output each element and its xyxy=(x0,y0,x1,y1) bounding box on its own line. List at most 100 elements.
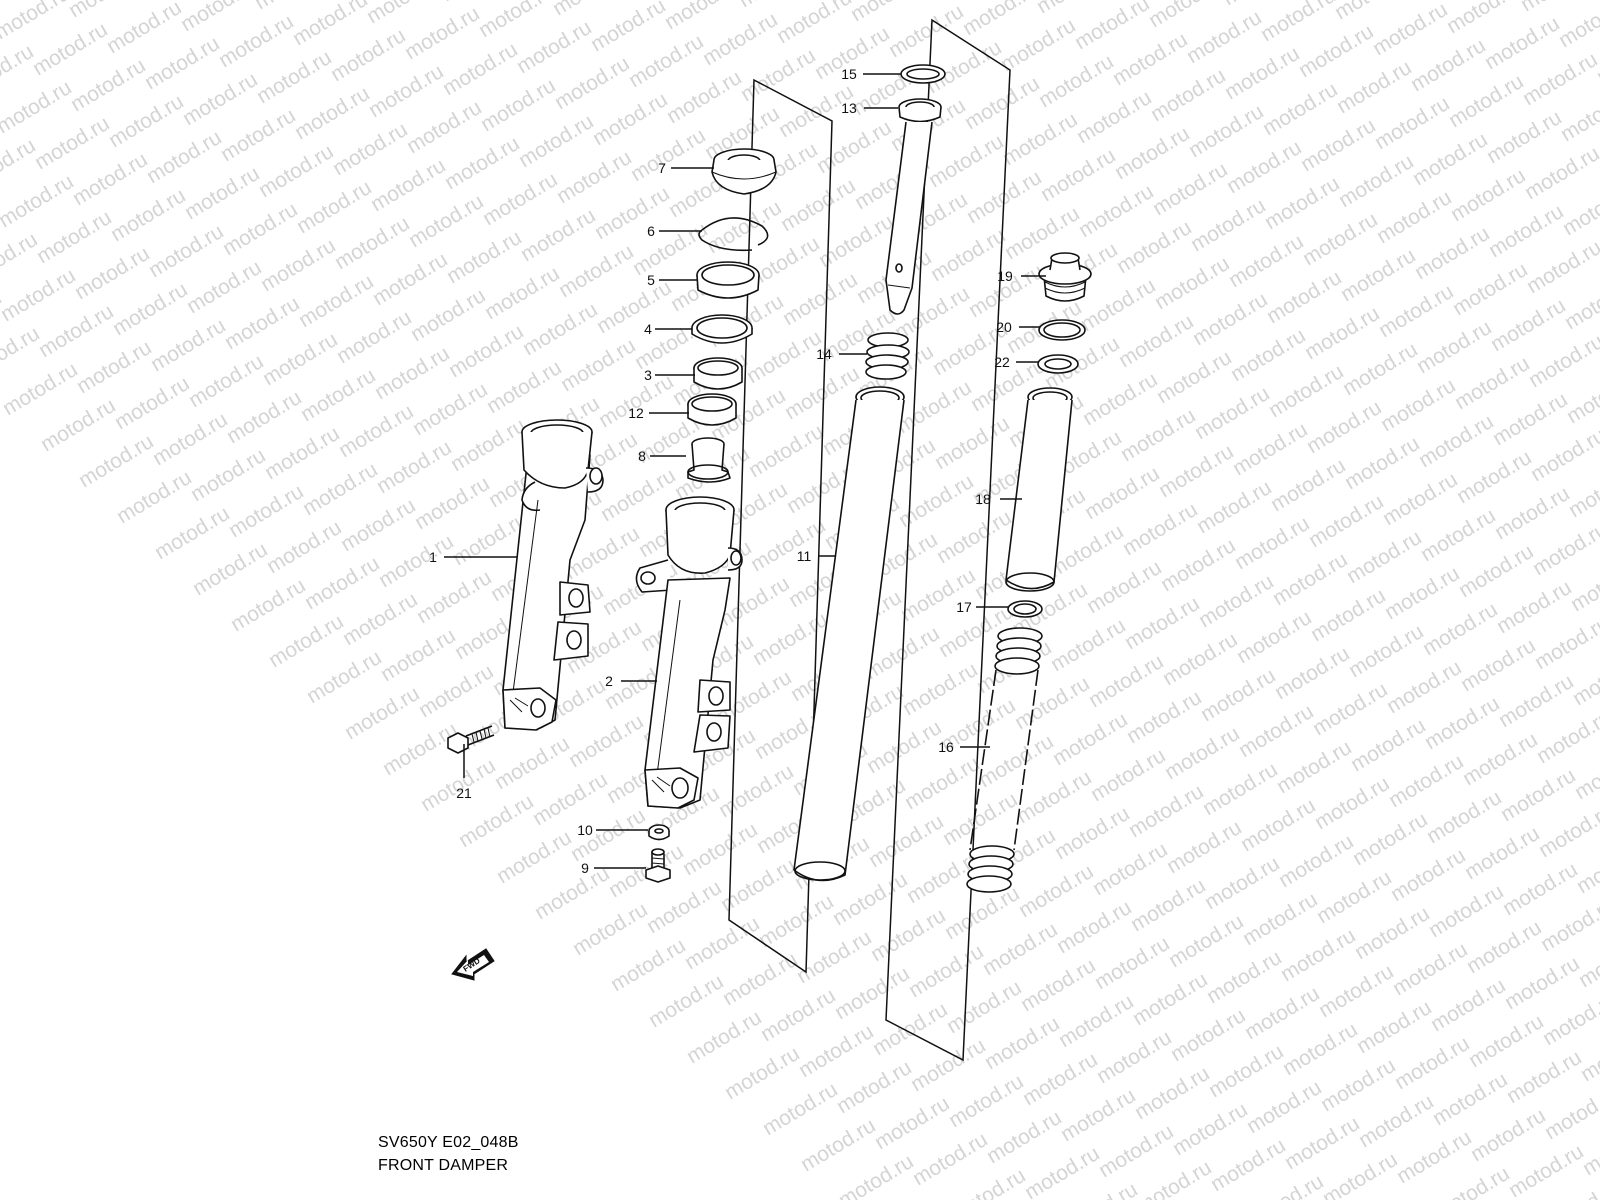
watermark-text: motod.ru xyxy=(409,378,492,440)
watermark-text: motod.ru xyxy=(905,940,988,1002)
watermark-text: motod.ru xyxy=(0,134,40,196)
callout-8: 8 xyxy=(638,448,646,464)
watermark-text: motod.ru xyxy=(1017,954,1100,1016)
watermark-text: motod.ru xyxy=(181,162,264,224)
watermark-text: motod.ru xyxy=(1149,158,1232,220)
watermark-text: motod.ru xyxy=(109,278,192,340)
watermark-text: motod.ru xyxy=(0,322,44,384)
watermark-text: motod.ru xyxy=(1427,974,1510,1036)
watermark-text: motod.ru xyxy=(0,170,78,232)
watermark-text: motod.ru xyxy=(1127,874,1210,936)
watermark-text: motod.ru xyxy=(591,182,674,244)
watermark-text: motod.ru xyxy=(895,470,978,532)
watermark-text: motod.ru xyxy=(1347,714,1430,776)
watermark-text: motod.ru xyxy=(1305,490,1388,552)
watermark-text: motod.ru xyxy=(1369,0,1452,60)
watermark-text: motod.ru xyxy=(1309,678,1392,740)
callout-18: 18 xyxy=(975,491,991,507)
watermark-text: motod.ru xyxy=(999,108,1082,170)
watermark-text: motod.ru xyxy=(141,32,224,94)
watermark-text: motod.ru xyxy=(299,458,382,520)
watermark-text: motod.ru xyxy=(1231,512,1314,574)
callout-21: 21 xyxy=(456,785,472,801)
watermark-text: motod.ru xyxy=(1569,648,1600,710)
watermark-text: motod.ru xyxy=(225,480,308,542)
watermark-text: motod.ru xyxy=(517,204,600,266)
callout-labels: 1 2 3 4 5 6 7 8 9 10 11 12 13 14 15 16 1… xyxy=(429,66,1013,876)
watermark-text: motod.ru xyxy=(519,298,602,360)
watermark-text: motod.ru xyxy=(515,110,598,172)
part-8-seat xyxy=(687,437,731,483)
watermark-text: motod.ru xyxy=(1207,1134,1290,1196)
watermark-text: motod.ru xyxy=(1539,988,1600,1050)
watermark-text: motod.ru xyxy=(1257,0,1340,46)
watermark-text: motod.ru xyxy=(1159,628,1242,690)
watermark-text: motod.ru xyxy=(869,998,952,1060)
watermark-text: motod.ru xyxy=(997,14,1080,76)
watermark-text: motod.ru xyxy=(1297,114,1380,176)
watermark-text: motod.ru xyxy=(1047,614,1130,676)
watermark-text: motod.ru xyxy=(1201,852,1284,914)
watermark-text: motod.ru xyxy=(1263,266,1346,328)
part-21-bolt xyxy=(447,725,495,754)
watermark-text: motod.ru xyxy=(1457,634,1540,696)
diagram-title: FRONT DAMPER xyxy=(378,1157,509,1174)
watermark-text: motod.ru xyxy=(781,362,864,424)
watermark-text: motod.ru xyxy=(1567,554,1600,616)
watermark-text: motod.ru xyxy=(1165,910,1248,972)
watermark-text: motod.ru xyxy=(1485,200,1568,262)
watermark-text: motod.ru xyxy=(627,124,710,186)
watermark-text: motod.ru xyxy=(1203,946,1286,1008)
watermark-text: motod.ru xyxy=(477,74,560,136)
watermark-text: motod.ru xyxy=(1299,208,1382,270)
watermark-text: motod.ru xyxy=(1113,216,1196,278)
watermark-text: motod.ru xyxy=(1383,656,1466,718)
watermark-text: motod.ru xyxy=(1115,310,1198,372)
watermark-text: motod.ru xyxy=(1415,410,1498,472)
watermark-text: motod.ru xyxy=(1407,34,1490,96)
watermark-text: motod.ru xyxy=(1335,150,1418,212)
watermark-text: motod.ru xyxy=(1521,142,1600,204)
watermark-text: motod.ru xyxy=(107,184,190,246)
watermark-text: motod.ru xyxy=(773,0,856,48)
watermark-text: motod.ru xyxy=(1495,670,1578,732)
part-15-ring xyxy=(900,64,946,84)
watermark-text: motod.ru xyxy=(1351,902,1434,964)
watermark-text: motod.ru xyxy=(1445,70,1528,132)
watermark-text: motod.ru xyxy=(1053,896,1136,958)
watermark-text: motod.ru xyxy=(1169,1098,1252,1160)
watermark-text: motod.ru xyxy=(1167,1004,1250,1066)
watermark-text: motod.ru xyxy=(1519,48,1600,110)
watermark-text: motod.ru xyxy=(939,788,1022,850)
watermark-text: motod.ru xyxy=(1529,518,1600,580)
callout-4: 4 xyxy=(644,321,652,337)
watermark-text: motod.ru xyxy=(1037,144,1120,206)
watermark-text: motod.ru xyxy=(755,890,838,952)
watermark-text: motod.ru xyxy=(1341,432,1424,494)
callout-19: 19 xyxy=(997,268,1013,284)
watermark-text: motod.ru xyxy=(337,494,420,556)
watermark-text: motod.ru xyxy=(111,372,194,434)
watermark-text: motod.ru xyxy=(491,732,574,794)
watermark-text: motod.ru xyxy=(1095,1120,1178,1182)
watermark-text: motod.ru xyxy=(1259,78,1342,140)
watermark-text: motod.ru xyxy=(1339,338,1422,400)
watermark-text: motod.ru xyxy=(743,326,826,388)
watermark-text: motod.ru xyxy=(661,0,744,34)
watermark-text: motod.ru xyxy=(1261,172,1344,234)
watermark-text: motod.ru xyxy=(1561,272,1600,334)
watermark-text: motod.ru xyxy=(835,1150,918,1200)
watermark-text: motod.ru xyxy=(301,552,384,614)
watermark-text: motod.ru xyxy=(797,1114,880,1176)
watermark-text: motod.ru xyxy=(867,904,950,966)
watermark-text: motod.ru xyxy=(925,130,1008,192)
watermark-text: motod.ru xyxy=(1487,294,1570,356)
watermark-text: motod.ru xyxy=(259,328,342,390)
callout-22: 22 xyxy=(994,354,1010,370)
watermark-text: motod.ru xyxy=(1579,1118,1600,1180)
watermark-text: motod.ru xyxy=(1123,686,1206,748)
watermark-text: motod.ru xyxy=(369,248,452,310)
watermark-text: motod.ru xyxy=(71,242,154,304)
watermark-text: motod.ru xyxy=(1019,1048,1102,1110)
watermark-text: motod.ru xyxy=(863,716,946,778)
